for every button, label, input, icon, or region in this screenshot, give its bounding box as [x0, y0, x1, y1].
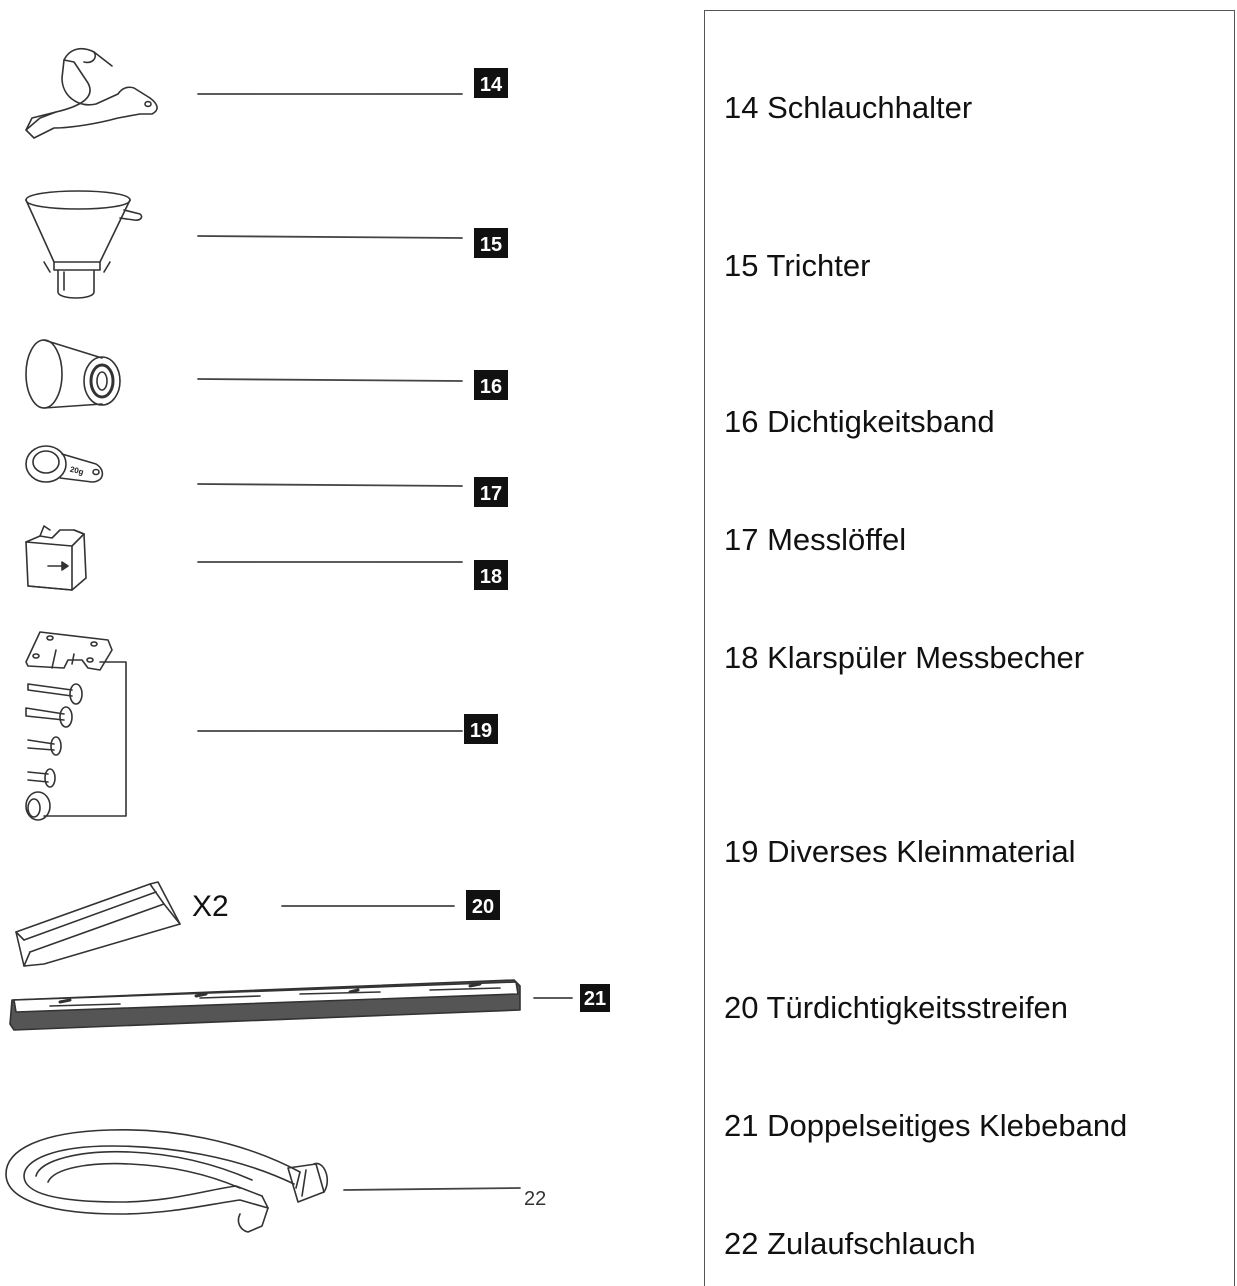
badge-21: 21	[584, 988, 606, 1010]
door-strip-drawing	[15, 881, 181, 967]
legend-item-16: 16 Dichtigkeitsband	[724, 404, 995, 439]
legend-item-17: 17 Messlöffel	[724, 522, 907, 557]
hose-holder-drawing	[25, 47, 158, 139]
funnel-drawing	[25, 190, 143, 299]
inlet-hose-drawing	[5, 1128, 329, 1233]
tape-strip-drawing	[9, 979, 521, 1031]
legend-item-15: 15 Trichter	[724, 248, 871, 283]
legend-item-21: 21 Doppelseitiges Klebeband	[724, 1108, 1128, 1143]
legend-item-14: 14 Schlauchhalter	[724, 90, 973, 125]
legend-item-22: 22 Zulaufschlauch	[724, 1226, 976, 1261]
part-badges: 14 15 16 17 18 19 20 21 22	[464, 68, 610, 1210]
hardware-kit-drawing	[25, 631, 127, 821]
label-22: 22	[524, 1188, 546, 1210]
badge-20: 20	[472, 896, 494, 918]
measuring-cup-drawing	[25, 525, 87, 591]
legend-item-19: 19 Diverses Kleinmaterial	[724, 834, 1076, 869]
badge-17: 17	[480, 483, 502, 505]
legend-item-20: 20 Türdichtigkeitsstreifen	[724, 990, 1069, 1025]
legend-box	[704, 10, 1235, 1286]
badge-16: 16	[480, 376, 502, 398]
quantity-label: X2	[192, 890, 229, 923]
legend-item-18: 18 Klarspüler Messbecher	[724, 640, 1085, 675]
badge-19: 19	[470, 720, 492, 742]
leader-lines	[197, 93, 573, 1191]
spoon-marking: 20g	[69, 465, 85, 477]
sealing-tape-drawing	[25, 339, 121, 409]
parts-illustration: 14 15 16 17 18 19 20 21 22 X2 20g	[5, 47, 610, 1233]
badge-18: 18	[480, 566, 502, 588]
badge-15: 15	[480, 234, 502, 256]
badge-14: 14	[480, 74, 503, 96]
measuring-spoon-drawing	[25, 445, 104, 483]
